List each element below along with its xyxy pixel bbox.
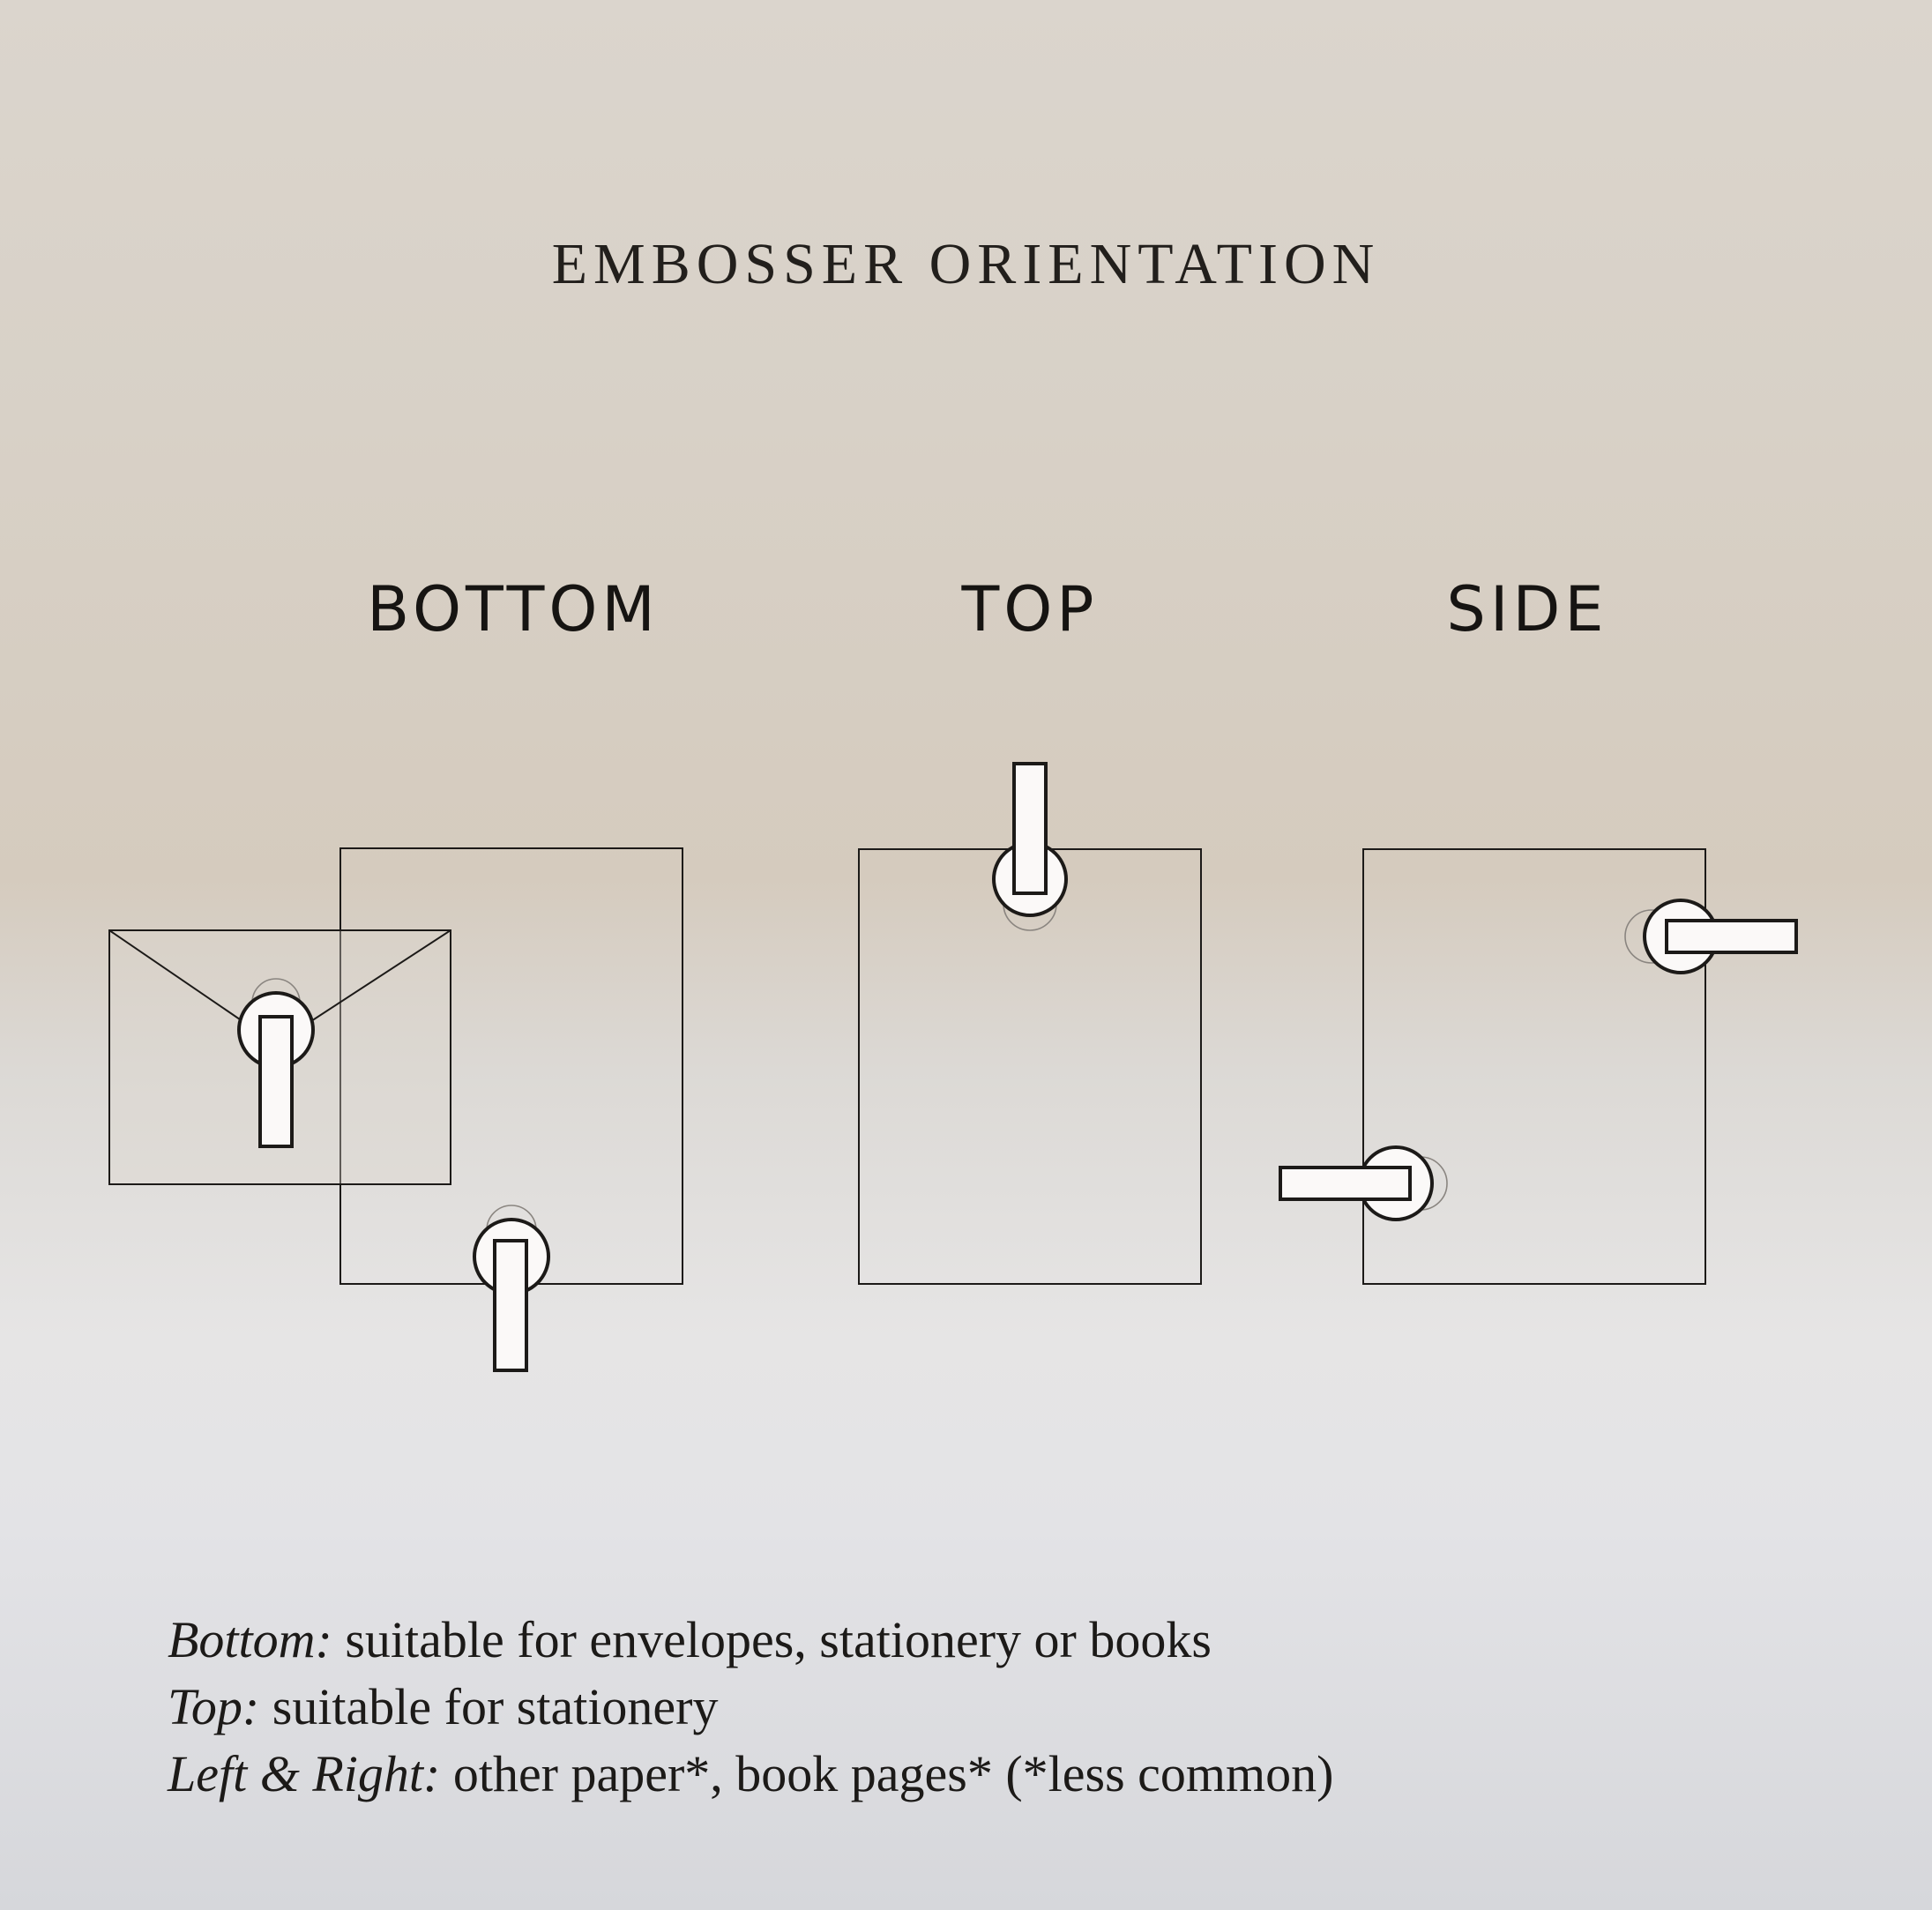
legend-row-side: Left & Right: other paper*, book pages* … <box>168 1741 1333 1808</box>
legend-row-top: Top: suitable for stationery <box>168 1674 1333 1741</box>
label-bottom: BOTTOM <box>367 573 660 645</box>
legend-text: other paper*, book pages* (*less common) <box>440 1745 1334 1802</box>
page-title: EMBOSSER ORIENTATION <box>551 232 1381 296</box>
embosser-left-icon <box>1279 1145 1448 1221</box>
legend-text: suitable for stationery <box>259 1678 719 1735</box>
legend: Bottom: suitable for envelopes, statione… <box>168 1607 1333 1808</box>
side-diagram <box>1279 848 1798 1285</box>
label-top: TOP <box>961 573 1099 645</box>
top-diagram <box>858 762 1202 1285</box>
label-side: SIDE <box>1446 573 1608 645</box>
legend-term: Top: <box>168 1678 260 1735</box>
legend-row-bottom: Bottom: suitable for envelopes, statione… <box>168 1607 1333 1674</box>
embosser-envelope-icon <box>237 978 315 1148</box>
side-paper-sheet <box>1362 848 1706 1285</box>
bottom-diagram <box>108 847 683 1372</box>
legend-term: Left & Right: <box>168 1745 441 1802</box>
legend-term: Bottom: <box>168 1611 332 1668</box>
legend-text: suitable for envelopes, stationery or bo… <box>332 1611 1212 1668</box>
embosser-right-icon <box>1624 899 1798 974</box>
embosser-bottom-icon <box>473 1205 550 1372</box>
embosser-top-icon <box>992 762 1068 931</box>
